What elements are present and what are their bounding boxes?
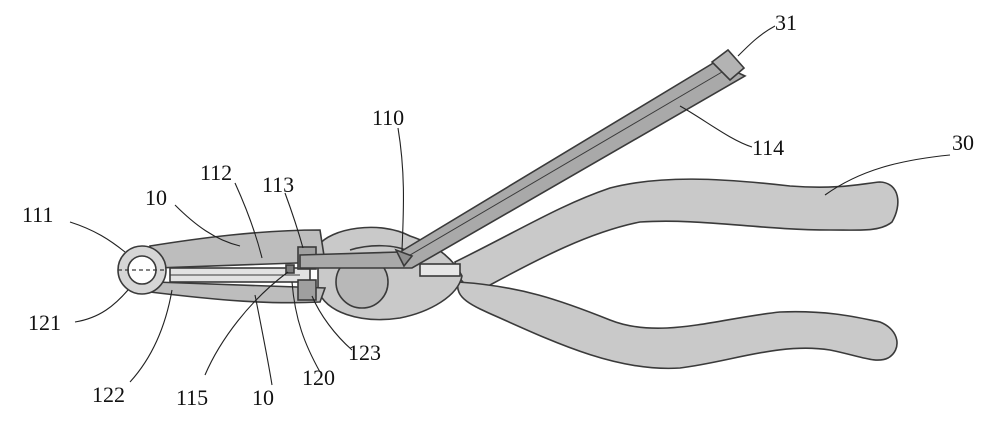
label-111: 111: [22, 202, 53, 227]
label-121: 121: [28, 310, 61, 335]
label-113: 113: [262, 172, 294, 197]
label-110: 110: [372, 105, 404, 130]
label-114: 114: [752, 135, 784, 160]
leader-10-bottom: [255, 295, 272, 385]
label-122: 122: [92, 382, 125, 407]
small-pin-115: [286, 265, 294, 273]
label-30: 30: [952, 130, 974, 155]
leader-121: [75, 290, 128, 322]
label-31: 31: [775, 10, 797, 35]
label-10-bottom: 10: [252, 385, 274, 410]
label-10-top: 10: [145, 185, 167, 210]
lower-handle: [458, 282, 897, 368]
leader-122: [130, 290, 172, 382]
leader-111: [70, 222, 125, 252]
slide-block-lower: [298, 280, 316, 300]
leader-31: [738, 26, 775, 56]
pivot-slot: [420, 264, 460, 276]
label-123: 123: [348, 340, 381, 365]
leader-114: [680, 106, 752, 147]
label-120: 120: [302, 365, 335, 390]
label-115: 115: [176, 385, 208, 410]
label-112: 112: [200, 160, 232, 185]
